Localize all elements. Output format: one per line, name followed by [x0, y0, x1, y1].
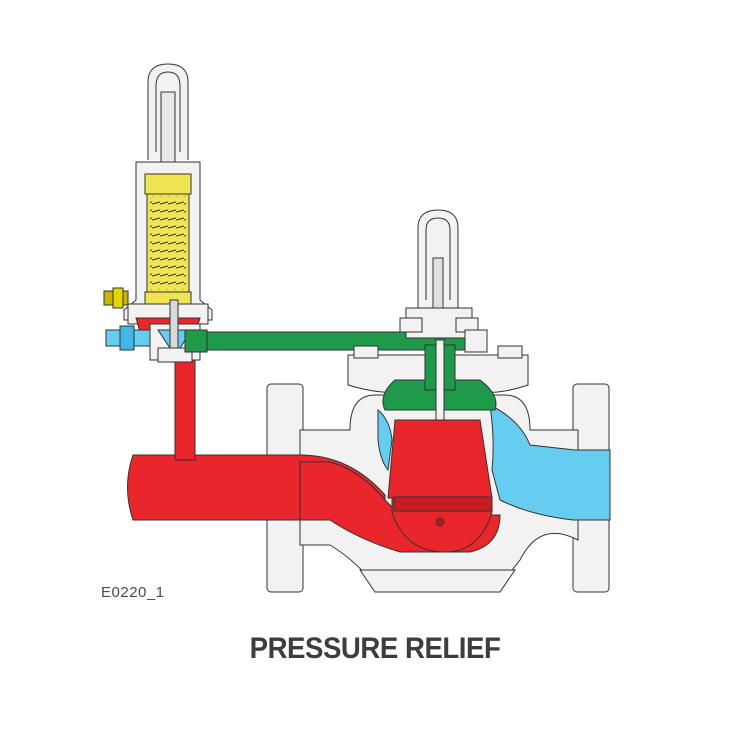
indicator-stem: [432, 257, 444, 317]
pilot-bottom-nut: [157, 347, 193, 363]
bonnet-bolt-right: [497, 345, 523, 359]
plug-seal: [393, 496, 493, 512]
figure-reference-code: E0220_1: [101, 584, 165, 601]
pilot-adjusting-screw: [160, 91, 176, 163]
plug-nut: [435, 517, 445, 527]
loading-line-fitting: [464, 329, 488, 353]
pilot-cap-inner: [155, 71, 181, 152]
outlet-passage-left: [377, 408, 393, 472]
spring-lower-seat: [144, 291, 192, 305]
inlet-pressure-path: [127, 359, 501, 553]
main-valve-stem: [435, 339, 445, 421]
pilot-stem: [169, 299, 179, 349]
pilot-sensing-line: [174, 359, 196, 461]
loading-line-elbow: [184, 329, 208, 353]
bonnet-bolt-left: [353, 345, 379, 359]
main-pilot-connection: [184, 329, 488, 353]
pilot-exhaust-nut: [119, 325, 135, 351]
pilot-spring: [150, 196, 186, 290]
main-valve-chamber: [387, 419, 493, 499]
pilot-valve: [103, 63, 213, 363]
pilot-side-nut: [112, 287, 124, 309]
body-foot: [359, 569, 516, 593]
spring-button: [144, 173, 192, 195]
indicator-cap: [399, 317, 423, 333]
figure-caption: PRESSURE RELIEF: [249, 632, 501, 665]
outlet-pressure-path: [377, 404, 611, 521]
travel-indicator: [353, 209, 523, 359]
outlet-passage-right: [489, 404, 611, 521]
indicator-guard-inner: [425, 217, 451, 300]
pilot-loading-path: [189, 331, 497, 421]
